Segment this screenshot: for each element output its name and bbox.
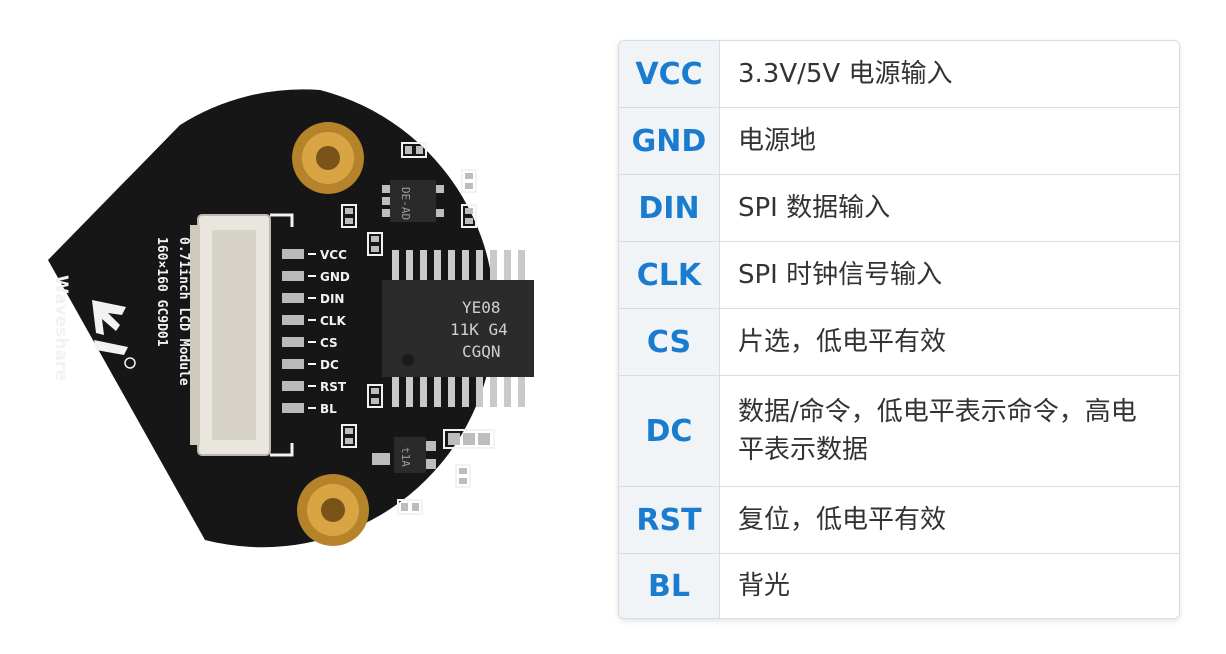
pin-name-cell: DC [619,376,720,486]
silk-pin-dc: DC [320,358,339,372]
table-row: DC 数据/命令，低电平表示命令，高电平表示数据 [619,376,1179,487]
silk-pin-vcc: VCC [320,248,347,262]
mounting-hole-top [292,122,364,194]
pin-description-table: VCC 3.3V/5V 电源输入 GND 电源地 DIN SPI 数据输入 CL… [618,40,1180,619]
pin-desc-cell: 复位，低电平有效 [720,487,1179,553]
passive-components [341,142,495,515]
pin-name-cell: DIN [619,175,720,241]
pin-desc-cell: 3.3V/5V 电源输入 [720,41,1179,107]
pin-name-cell: VCC [619,41,720,107]
pin-name-cell: CS [619,309,720,375]
pin-desc-cell: 数据/命令，低电平表示命令，高电平表示数据 [720,376,1179,486]
chip-marking-2: 11K G4 [450,320,508,339]
pin-name-cell: GND [619,108,720,174]
table-row: BL 背光 [619,554,1179,618]
table-row: CLK SPI 时钟信号输入 [619,242,1179,309]
pin-desc-cell: 电源地 [720,108,1179,174]
pin-desc-cell: 片选，低电平有效 [720,309,1179,375]
small-chip-bottom: t1A [372,437,436,473]
lcd-module-board: VCC GND DIN CLK CS DC RST BL 0.71inch LC… [30,85,570,575]
small-chip2-marking: t1A [399,447,412,467]
pin-pads [282,249,304,413]
small-chip-top: DE-AD [382,180,444,222]
pin-name-cell: RST [619,487,720,553]
pin-desc-cell: SPI 时钟信号输入 [720,242,1179,308]
silk-model-line2: 160×160 GC9D01 [154,237,169,347]
silk-model-line1: 0.71inch LCD Module [176,237,191,386]
silk-pin-din: DIN [320,292,344,306]
small-chip-marking: DE-AD [399,187,412,220]
chip-marking-1: YE08 [462,298,501,317]
pin-name-cell: CLK [619,242,720,308]
table-row: DIN SPI 数据输入 [619,175,1179,242]
table-row: RST 复位，低电平有效 [619,487,1179,554]
waveshare-logo-icon [92,300,136,369]
mounting-hole-bottom [297,474,369,546]
silk-pin-gnd: GND [320,270,350,284]
silk-pin-rst: RST [320,380,347,394]
table-row: CS 片选，低电平有效 [619,309,1179,376]
silk-pin-cs: CS [320,336,338,350]
table-row: VCC 3.3V/5V 电源输入 [619,41,1179,108]
pin-desc-cell: SPI 数据输入 [720,175,1179,241]
silk-pin-clk: CLK [320,314,346,328]
chip-marking-3: CGQN [462,342,501,361]
pin-connector [190,214,271,456]
board-illustration: VCC GND DIN CLK CS DC RST BL 0.71inch LC… [48,89,534,548]
pin-desc-cell: 背光 [720,554,1179,618]
silk-pin-bl: BL [320,402,337,416]
pin-name-cell: BL [619,554,720,618]
brand-name: Waveshare [51,275,71,381]
driver-chip: YE08 11K G4 CGQN [382,250,534,407]
table-row: GND 电源地 [619,108,1179,175]
